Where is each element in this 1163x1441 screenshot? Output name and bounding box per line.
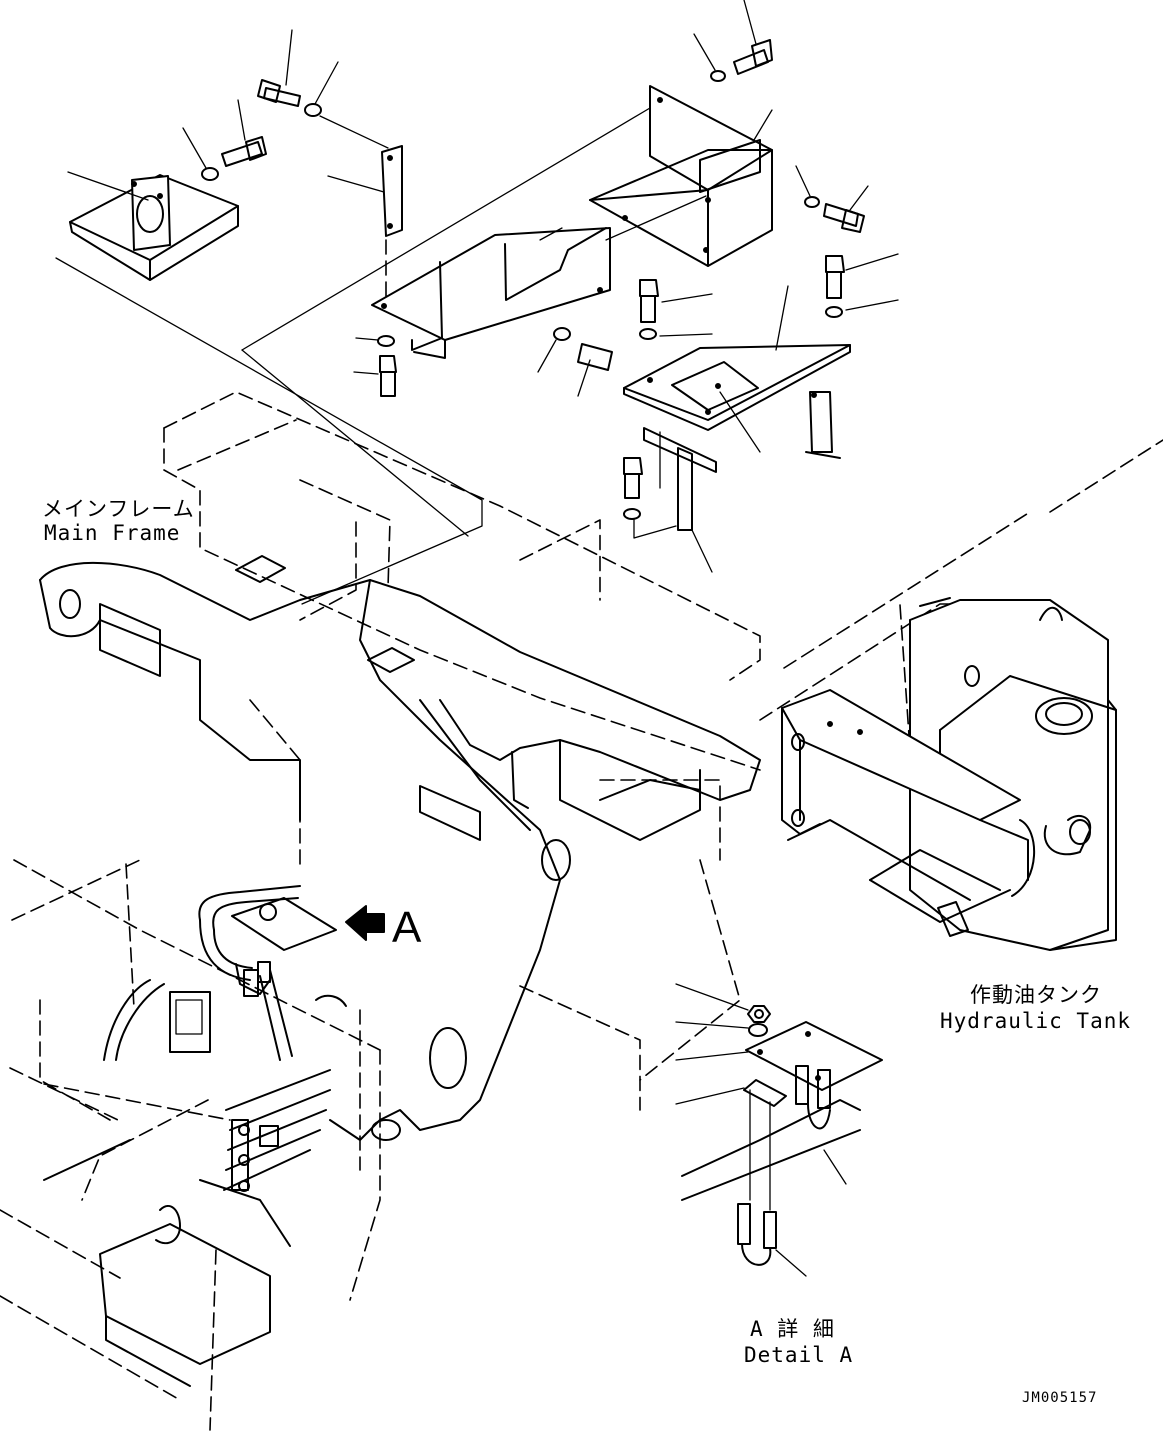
- center-cover-fasteners: [353, 327, 613, 397]
- center-cover: [371, 227, 611, 359]
- right-plate-stand: [623, 285, 851, 573]
- hydraulic-tank: [909, 597, 1117, 951]
- right-box-cover: [589, 85, 773, 267]
- bolt-washer-left: [182, 99, 267, 181]
- detail-a: [675, 983, 883, 1277]
- detail-a-label-en: Detail A: [744, 1343, 854, 1367]
- drawing-ref-number: JM005157: [1022, 1390, 1098, 1406]
- detail-a-label-jp: A 詳 細: [750, 1317, 835, 1341]
- left-cover-bracket: [67, 171, 239, 281]
- leader-top: [241, 107, 651, 351]
- center-bolt-strip: [257, 29, 403, 301]
- right-plate-fasteners: [623, 253, 899, 539]
- main-frame-label-en: Main Frame: [44, 521, 181, 545]
- view-a-label: A: [392, 903, 422, 952]
- main-frame-label-jp: メインフレーム: [42, 497, 195, 521]
- view-a-plate: [231, 897, 337, 997]
- hydraulic-lines: [103, 885, 347, 1192]
- leader-left: [55, 257, 483, 605]
- hydraulic-tank-label-jp: 作動油タンク: [970, 983, 1102, 1007]
- tank-mount: [781, 689, 1036, 937]
- hydraulic-tank-label-en: Hydraulic Tank: [940, 1009, 1132, 1033]
- frame-ghost: [0, 391, 1163, 1431]
- right-box-fasteners: [693, 0, 869, 233]
- view-a-arrow-icon: [345, 905, 385, 941]
- main-frame: [39, 555, 761, 1387]
